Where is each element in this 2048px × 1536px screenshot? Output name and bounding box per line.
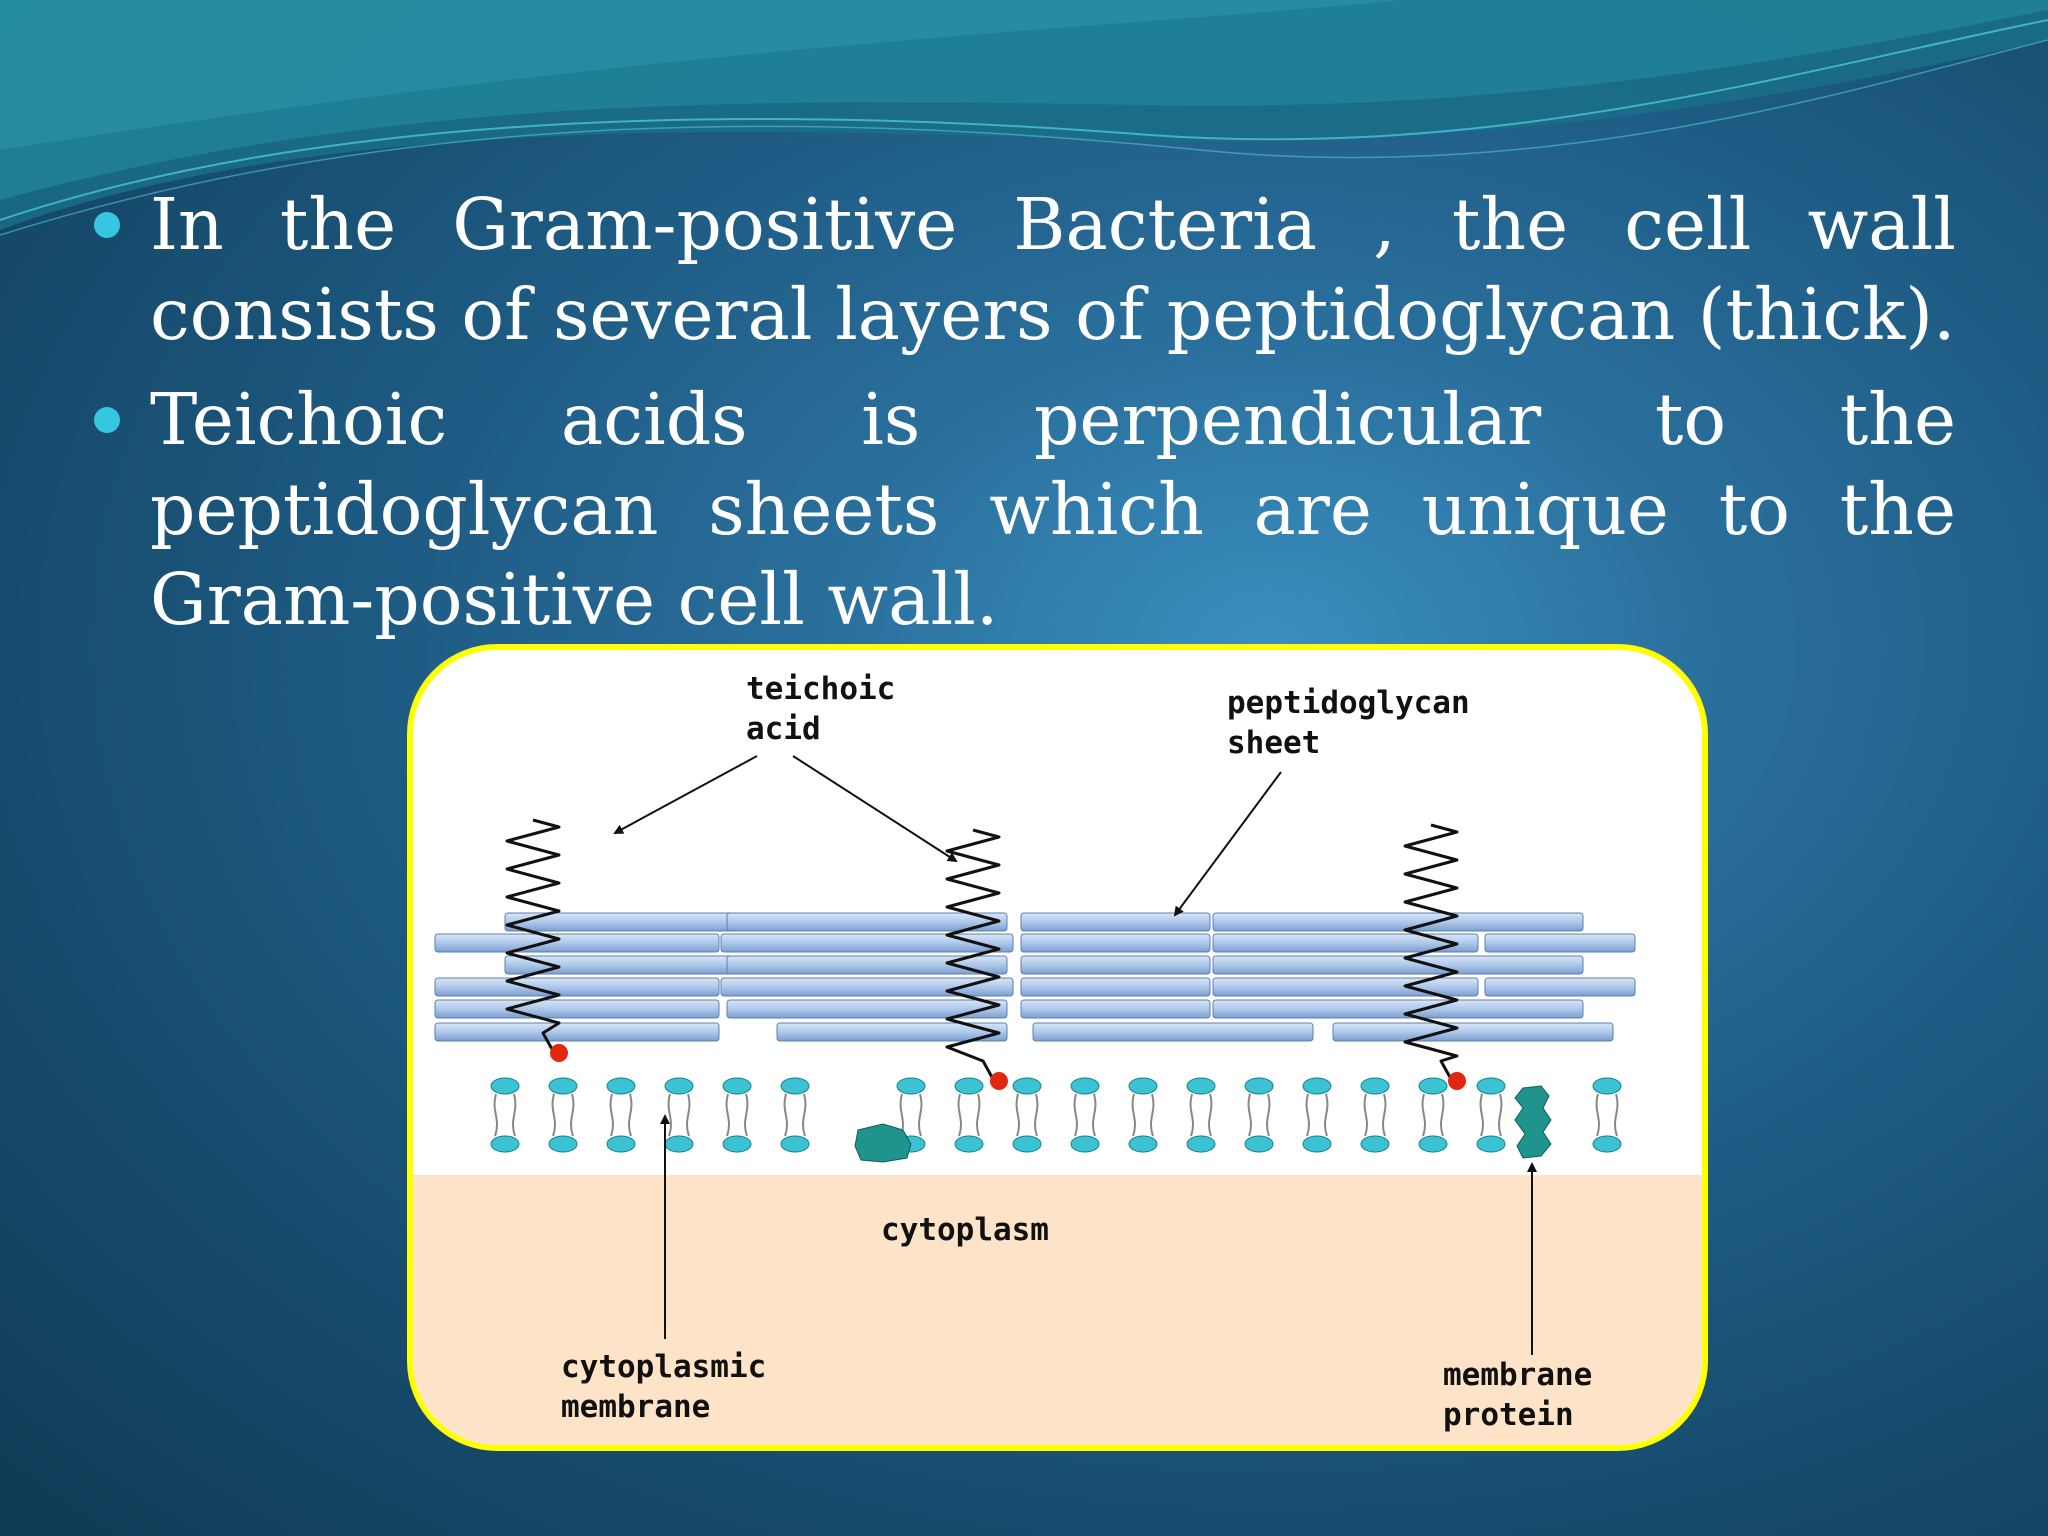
- label-peptidoglycan-sheet-line2: sheet: [1227, 725, 1320, 761]
- phospholipid: [1360, 1077, 1390, 1153]
- label-membrane-protein-line1: membrane: [1443, 1357, 1592, 1393]
- label-membrane-protein-line2: protein: [1443, 1397, 1574, 1433]
- arrow-peptidoglycan: [1173, 771, 1282, 917]
- bullet-item: In the Gram-positive Bacteria , the cell…: [94, 180, 1956, 360]
- peptidoglycan-strand: [1212, 955, 1584, 975]
- peptidoglycan-strand: [720, 933, 1014, 953]
- label-cytoplasmic-membrane-line1: cytoplasmic: [561, 1349, 766, 1385]
- peptidoglycan-strand: [1020, 955, 1211, 975]
- bullet-dot-icon: [94, 407, 120, 433]
- membrane-proteins: [854, 1085, 1552, 1163]
- peptidoglycan-strand: [776, 1022, 1008, 1042]
- cytoplasmic-membrane: [490, 1077, 1622, 1153]
- phospholipid: [1592, 1077, 1622, 1153]
- peptidoglycan-strand: [1020, 977, 1211, 997]
- peptidoglycan-strand: [1020, 933, 1211, 953]
- arrow-teichoic-left: [613, 755, 758, 834]
- bullet-text: Teichoic acids is perpendicular to the p…: [150, 378, 1956, 641]
- phospholipid: [1476, 1077, 1506, 1153]
- phospholipid: [1012, 1077, 1042, 1153]
- cytoplasm-region: [413, 1175, 1702, 1445]
- peptidoglycan-strand: [434, 977, 720, 997]
- bullet-text: In the Gram-positive Bacteria , the cell…: [150, 183, 1956, 356]
- bullet-list: In the Gram-positive Bacteria , the cell…: [94, 180, 1956, 660]
- bullet-item: Teichoic acids is perpendicular to the p…: [94, 375, 1956, 645]
- peptidoglycan-strand: [726, 955, 1008, 975]
- peptidoglycan-strand: [1212, 977, 1479, 997]
- phospholipid: [1070, 1077, 1100, 1153]
- phospholipid: [490, 1077, 520, 1153]
- teichoic-acid-chain: [1403, 823, 1459, 1080]
- peptidoglycan-strand: [726, 999, 1008, 1019]
- peptidoglycan-strand: [434, 999, 720, 1019]
- lipid-anchor: [1448, 1072, 1466, 1090]
- lipid-anchor: [550, 1044, 568, 1062]
- peptidoglycan-strand: [720, 977, 1014, 997]
- label-teichoic-acid-line2: acid: [746, 711, 821, 747]
- peptidoglycan-strand: [1020, 999, 1211, 1019]
- phospholipid: [1186, 1077, 1216, 1153]
- membrane-protein-blob: [854, 1123, 912, 1163]
- label-peptidoglycan-sheet-line1: peptidoglycan: [1227, 685, 1470, 721]
- peptidoglycan-strand: [1212, 912, 1584, 932]
- label-teichoic-acid-line1: teichoic: [746, 671, 895, 707]
- teichoic-acid-chains: [505, 818, 1466, 1090]
- phospholipid: [954, 1077, 984, 1153]
- peptidoglycan-strand: [1332, 1022, 1614, 1042]
- peptidoglycan-layers: [434, 912, 1636, 1042]
- phospholipid: [722, 1077, 752, 1153]
- diagram-canvas: teichoic acid peptidoglycan sheet cytopl…: [413, 650, 1702, 1445]
- phospholipid: [1128, 1077, 1158, 1153]
- arrow-teichoic-right: [792, 755, 958, 863]
- label-cytoplasmic-membrane-line2: membrane: [561, 1389, 710, 1425]
- peptidoglycan-strand: [1212, 999, 1584, 1019]
- phospholipid: [780, 1077, 810, 1153]
- peptidoglycan-strand: [434, 1022, 720, 1042]
- label-cytoplasm: cytoplasm: [881, 1212, 1049, 1248]
- teichoic-acid-chain: [945, 828, 1001, 1080]
- label-arrows: [613, 755, 1537, 1355]
- peptidoglycan-strand: [434, 933, 720, 953]
- teichoic-acid-chain: [505, 818, 561, 1052]
- lipid-anchor: [990, 1072, 1008, 1090]
- peptidoglycan-strand: [1484, 977, 1636, 997]
- peptidoglycan-strand: [1032, 1022, 1314, 1042]
- membrane-protein-transmembrane: [1514, 1085, 1552, 1159]
- phospholipid: [548, 1077, 578, 1153]
- phospholipid: [1418, 1077, 1448, 1153]
- cell-wall-diagram: teichoic acid peptidoglycan sheet cytopl…: [407, 644, 1708, 1451]
- diagram-labels: teichoic acid peptidoglycan sheet cytopl…: [561, 671, 1592, 1433]
- phospholipid: [1244, 1077, 1274, 1153]
- peptidoglycan-strand: [1020, 912, 1211, 932]
- phospholipid: [606, 1077, 636, 1153]
- bullet-dot-icon: [94, 212, 120, 238]
- decorative-wave-header: [0, 0, 2048, 236]
- peptidoglycan-strand: [726, 912, 1008, 932]
- peptidoglycan-strand: [1212, 933, 1479, 953]
- peptidoglycan-strand: [1484, 933, 1636, 953]
- phospholipid: [1302, 1077, 1332, 1153]
